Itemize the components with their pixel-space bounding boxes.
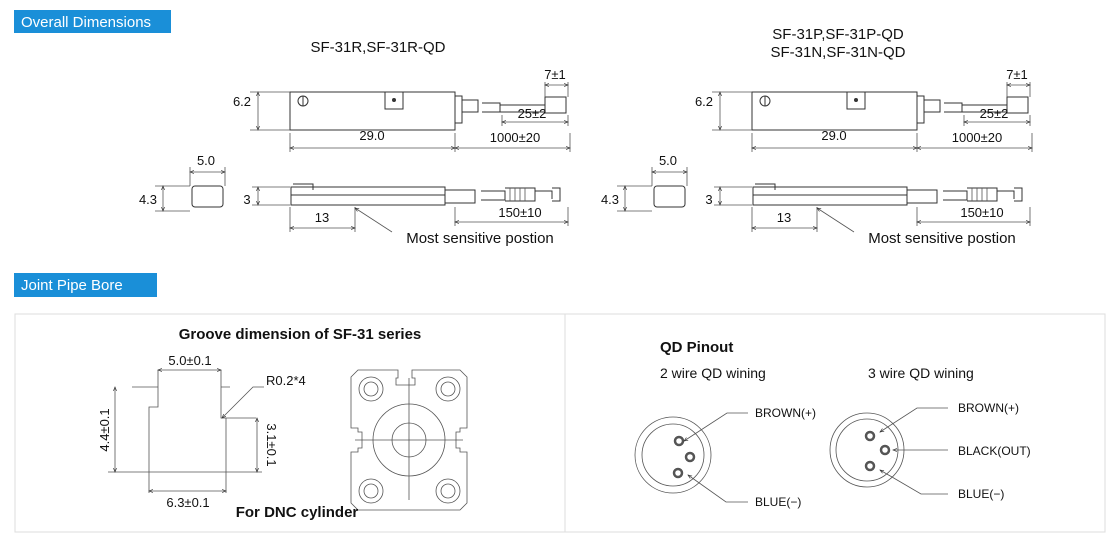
three-wire-connector: BROWN(+) BLACK(OUT) BLUE(−) xyxy=(829,401,1031,501)
drawing-sf31r: SF-31R,SF-31R-QD 6 xyxy=(139,39,570,247)
dim-tip: 7±1 xyxy=(1006,67,1028,82)
dim-block-height: 4.3 xyxy=(139,192,157,207)
qd-pinout: QD Pinout 2 wire QD wining 3 wire QD win… xyxy=(634,339,1031,509)
dim-strip: 25±2 xyxy=(518,106,547,121)
dim-height: 6.2 xyxy=(695,94,713,109)
section-title: Overall Dimensions xyxy=(21,14,151,31)
groove-inner-height: 3.1±0.1 xyxy=(264,423,279,466)
dim-length: 29.0 xyxy=(359,128,384,143)
dim-tip: 7±1 xyxy=(544,67,566,82)
sensitive-position-note: Most sensitive postion xyxy=(406,230,554,247)
groove-bottom-width: 6.3±0.1 xyxy=(166,495,209,510)
groove-height: 4.4±0.1 xyxy=(97,408,112,451)
dim-cable-length: 1000±20 xyxy=(490,130,541,145)
drawing-title-line1: SF-31P,SF-31P-QD xyxy=(772,26,904,43)
pin-brown: BROWN(+) xyxy=(958,401,1019,415)
dim-sensor-pos: 13 xyxy=(777,210,791,225)
section-header-joint-pipe-bore: Joint Pipe Bore xyxy=(14,273,157,297)
sensitive-position-note: Most sensitive postion xyxy=(868,230,1016,247)
dim-sensor-pos: 13 xyxy=(315,210,329,225)
dim-thickness: 3 xyxy=(243,192,250,207)
three-wire-label: 3 wire QD wining xyxy=(868,365,974,381)
dim-cable-length: 1000±20 xyxy=(952,130,1003,145)
section-title: Joint Pipe Bore xyxy=(21,277,123,294)
groove-caption: For DNC cylinder xyxy=(236,504,359,521)
bottom-panel xyxy=(14,313,1106,533)
dim-block-height: 4.3 xyxy=(601,192,619,207)
groove-radius: R0.2*4 xyxy=(266,373,306,388)
groove-title: Groove dimension of SF-31 series xyxy=(179,326,422,343)
two-wire-connector: BROWN(+) BLUE(−) xyxy=(634,406,816,509)
dim-width: 5.0 xyxy=(659,153,677,168)
groove-top-width: 5.0±0.1 xyxy=(168,353,211,368)
dim-thickness: 3 xyxy=(705,192,712,207)
groove-diagram: Groove dimension of SF-31 series 5.0±0.1… xyxy=(97,326,468,521)
dim-length: 29.0 xyxy=(821,128,846,143)
pin-blue: BLUE(−) xyxy=(958,487,1004,501)
pin-black: BLACK(OUT) xyxy=(958,444,1031,458)
pinout-title: QD Pinout xyxy=(660,339,733,356)
dim-pigtail: 150±10 xyxy=(498,205,541,220)
dim-strip: 25±2 xyxy=(980,106,1009,121)
pin-brown: BROWN(+) xyxy=(755,406,816,420)
drawing-title: SF-31R,SF-31R-QD xyxy=(310,39,445,56)
dnc-cylinder-drawing xyxy=(350,369,468,511)
dim-height: 6.2 xyxy=(233,94,251,109)
dim-width: 5.0 xyxy=(197,153,215,168)
dim-pigtail: 150±10 xyxy=(960,205,1003,220)
drawing-sf31p-n: SF-31P,SF-31P-QD SF-31N,SF-31N-QD 6.2 29… xyxy=(601,26,1032,247)
drawing-title-line2: SF-31N,SF-31N-QD xyxy=(770,44,905,61)
section-header-overall-dimensions: Overall Dimensions xyxy=(14,10,171,33)
pin-blue: BLUE(−) xyxy=(755,495,801,509)
two-wire-label: 2 wire QD wining xyxy=(660,365,766,381)
